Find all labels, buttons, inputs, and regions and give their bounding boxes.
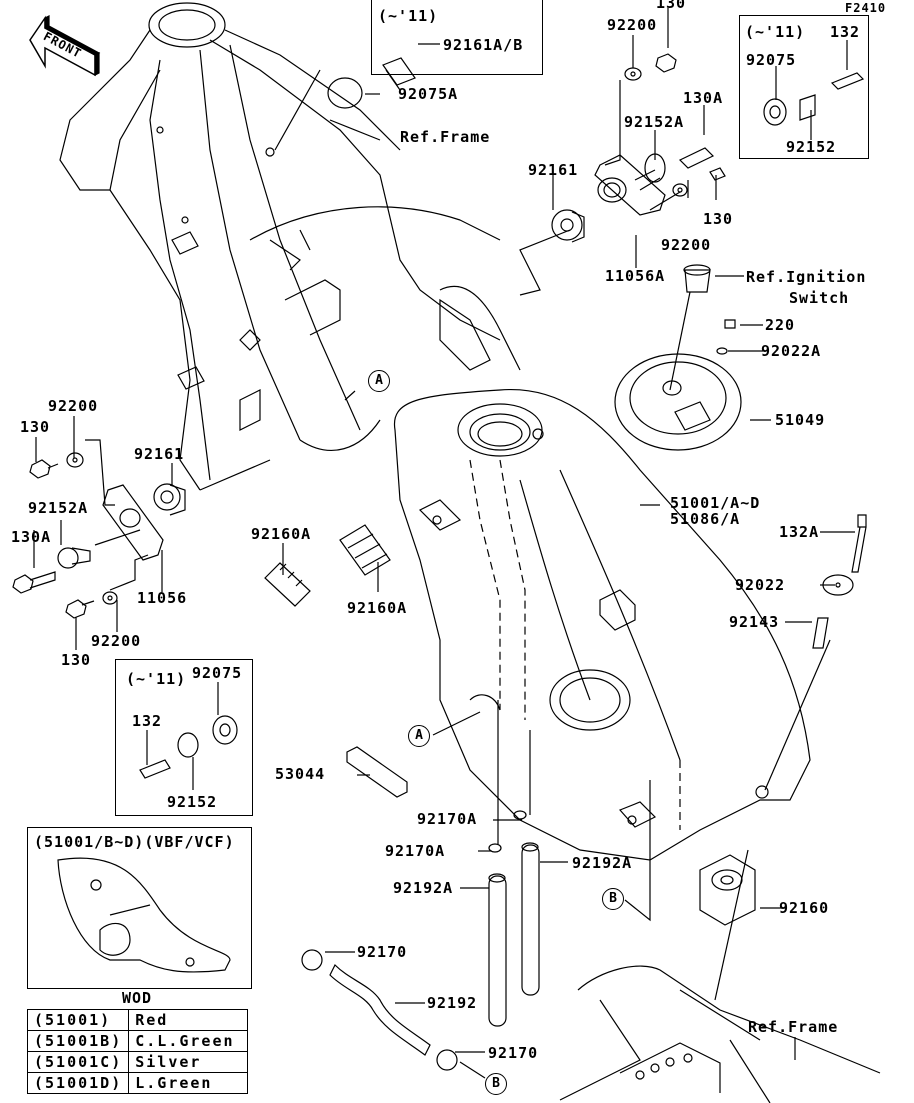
- part-label-92161-right[interactable]: 92161: [528, 161, 579, 179]
- part-label-92200-left-top[interactable]: 92200: [48, 397, 99, 415]
- ref-frame-top[interactable]: Ref.Frame: [400, 128, 491, 146]
- part-label-92170-1[interactable]: 92170: [357, 943, 408, 961]
- part-label-11056[interactable]: 11056: [137, 589, 188, 607]
- hardware-parts: [551, 53, 742, 451]
- part-label-92200-left-bot[interactable]: 92200: [91, 632, 142, 650]
- inset-variant-title: (51001/B~D)(VBF/VCF): [34, 833, 235, 851]
- part-label-92170-2[interactable]: 92170: [488, 1044, 539, 1062]
- color-name: L.Green: [128, 1072, 249, 1094]
- part-label-92170A-2[interactable]: 92170A: [385, 842, 446, 860]
- part-label-92161AB[interactable]: 92161A/B: [443, 36, 524, 54]
- leader-lines: [33, 8, 855, 1079]
- inset-left-note: (~'11): [126, 670, 187, 688]
- part-label-130-left-bot[interactable]: 130: [61, 651, 92, 669]
- inset-top-right-label-92152[interactable]: 92152: [786, 138, 837, 156]
- color-table-title: WOD: [122, 989, 153, 1007]
- part-label-51049[interactable]: 51049: [775, 411, 826, 429]
- part-label-92022[interactable]: 92022: [735, 576, 786, 594]
- inset-top-right-note: (~'11): [745, 23, 806, 41]
- part-label-92192A-1[interactable]: 92192A: [572, 854, 633, 872]
- callout-A-tank[interactable]: A: [408, 725, 430, 747]
- color-code: (51001D): [26, 1072, 130, 1094]
- part-label-92170A-1[interactable]: 92170A: [417, 810, 478, 828]
- part-label-130-top[interactable]: 130: [656, 0, 687, 12]
- inset-left-box: [115, 659, 253, 816]
- part-label-130-right[interactable]: 130: [703, 210, 734, 228]
- color-code: (51001C): [26, 1051, 130, 1073]
- part-label-92161-left[interactable]: 92161: [134, 445, 185, 463]
- inset-left-label-92075[interactable]: 92075: [192, 664, 243, 682]
- part-label-51001[interactable]: 51001/A~D: [670, 494, 761, 512]
- ref-ignition-line2[interactable]: Switch: [789, 289, 850, 307]
- part-label-92022A[interactable]: 92022A: [761, 342, 822, 360]
- part-label-53044[interactable]: 53044: [275, 765, 326, 783]
- color-code: (51001): [26, 1009, 130, 1031]
- part-label-92143[interactable]: 92143: [729, 613, 780, 631]
- part-label-220[interactable]: 220: [765, 316, 796, 334]
- callout-B-tank[interactable]: B: [602, 888, 624, 910]
- part-label-11056A[interactable]: 11056A: [605, 267, 666, 285]
- part-label-92160A-2[interactable]: 92160A: [347, 599, 408, 617]
- inset-left-label-92152[interactable]: 92152: [167, 793, 218, 811]
- part-label-130A-left[interactable]: 130A: [11, 528, 52, 546]
- inset-variant-box: [27, 827, 252, 989]
- color-name: Red: [128, 1009, 249, 1031]
- table-row: (51001) Red: [26, 1009, 249, 1031]
- table-row: (51001D) L.Green: [26, 1072, 249, 1094]
- part-label-51086[interactable]: 51086/A: [670, 510, 741, 528]
- part-label-92200-top[interactable]: 92200: [607, 16, 658, 34]
- callout-A-frame[interactable]: A: [368, 370, 390, 392]
- inset-part-drawings: [57, 40, 865, 973]
- part-label-130-left-top[interactable]: 130: [20, 418, 51, 436]
- table-row: (51001B) C.L.Green: [26, 1030, 249, 1052]
- part-label-130A-right[interactable]: 130A: [683, 89, 724, 107]
- front-arrow-icon: [29, 15, 101, 77]
- left-hardware: [12, 452, 867, 1071]
- color-name: Silver: [128, 1051, 249, 1073]
- inset-top-left-box: [371, 0, 543, 75]
- inset-top-right-box: [739, 15, 869, 159]
- part-label-92192A-2[interactable]: 92192A: [393, 879, 454, 897]
- callout-B-hose[interactable]: B: [485, 1073, 507, 1095]
- part-label-92200-right[interactable]: 92200: [661, 236, 712, 254]
- part-label-92160A-1[interactable]: 92160A: [251, 525, 312, 543]
- ref-ignition-line1[interactable]: Ref.Ignition: [746, 268, 867, 286]
- table-row: (51001C) Silver: [26, 1051, 249, 1073]
- figure-id: F2410: [845, 1, 887, 15]
- inset-top-left-note: (~'11): [378, 7, 439, 25]
- part-label-92192[interactable]: 92192: [427, 994, 478, 1012]
- fuel-tank-drawing: [393, 388, 811, 861]
- part-label-92152A-left[interactable]: 92152A: [28, 499, 89, 517]
- part-label-132A[interactable]: 132A: [779, 523, 820, 541]
- inset-top-right-label-132[interactable]: 132: [830, 23, 861, 41]
- color-code: (51001B): [26, 1030, 130, 1052]
- color-table: (51001) Red (51001B) C.L.Green (51001C) …: [26, 1009, 249, 1094]
- color-name: C.L.Green: [128, 1030, 249, 1052]
- inset-top-right-label-92075[interactable]: 92075: [746, 51, 797, 69]
- bottom-frame-drawing: [559, 965, 881, 1103]
- ref-frame-bottom[interactable]: Ref.Frame: [748, 1018, 839, 1036]
- part-label-92152A-right[interactable]: 92152A: [624, 113, 685, 131]
- inset-left-label-132[interactable]: 132: [132, 712, 163, 730]
- part-label-92160[interactable]: 92160: [779, 899, 830, 917]
- frame-drawing: [59, 2, 521, 491]
- part-label-92075A[interactable]: 92075A: [398, 85, 459, 103]
